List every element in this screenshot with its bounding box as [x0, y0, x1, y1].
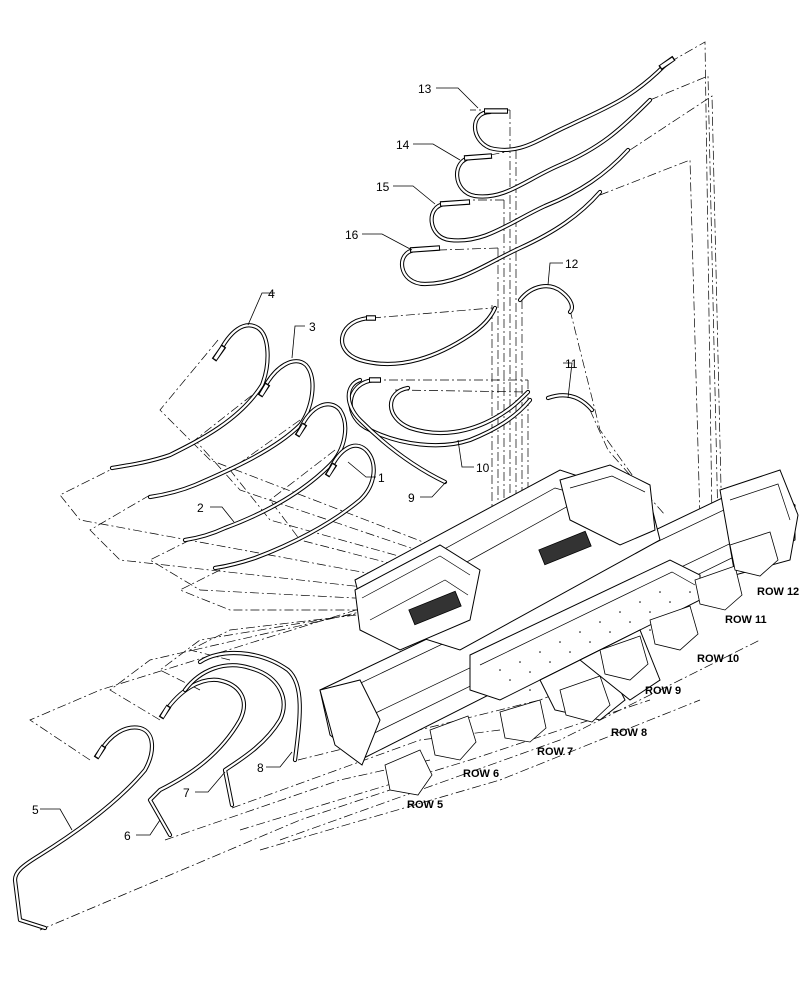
row-label-9: ROW 9: [645, 685, 681, 697]
callout-9: 9: [408, 491, 415, 505]
hose-6: [147, 677, 246, 838]
hose-16: [399, 189, 603, 287]
callout-12: 12: [565, 257, 579, 271]
row-label-7: ROW 7: [537, 746, 573, 758]
row-label-10: ROW 10: [697, 653, 739, 665]
row-labels: ROW 5 ROW 6 ROW 7 ROW 8 ROW 9 ROW 10 ROW…: [407, 586, 799, 811]
callout-3: 3: [309, 320, 316, 334]
hose-8: [197, 650, 302, 763]
callout-14: 14: [396, 138, 410, 152]
hose-13: [473, 55, 676, 153]
callout-13: 13: [418, 82, 432, 96]
hose-9: [346, 377, 448, 485]
callout-2: 2: [197, 501, 204, 515]
callout-8: 8: [257, 761, 264, 775]
hose-3: [147, 359, 315, 500]
hose-14: [455, 97, 653, 199]
callout-10: 10: [476, 461, 490, 475]
callout-6: 6: [124, 829, 131, 843]
hose-15: [429, 147, 631, 243]
callout-11: 11: [565, 357, 578, 371]
hose-1: [212, 443, 376, 571]
row-label-6: ROW 6: [463, 768, 499, 780]
hose-loop-a: [339, 305, 498, 367]
hose-5: [12, 725, 154, 931]
hose-11: [545, 393, 595, 413]
callout-5: 5: [32, 803, 39, 817]
callout-numbers: 13 14 15 16 4 3 1 2 9 12 11 10 5 6 7 8: [32, 82, 579, 843]
row-label-8: ROW 8: [611, 727, 647, 739]
row-label-12: ROW 12: [757, 586, 799, 598]
callout-1: 1: [378, 471, 385, 485]
hose-7: [182, 663, 286, 808]
hose-2: [182, 402, 348, 543]
callout-4: 4: [268, 287, 275, 301]
planter-toolbar: [319, 464, 799, 766]
callout-15: 15: [376, 180, 390, 194]
callout-7: 7: [183, 786, 190, 800]
row-unit-brackets: [384, 531, 779, 796]
hoses: [12, 55, 676, 931]
row-label-5: ROW 5: [407, 799, 443, 811]
callout-16: 16: [345, 228, 359, 242]
callout-leaders: [40, 87, 573, 836]
hose-4: [109, 323, 270, 471]
row-label-11: ROW 11: [725, 614, 767, 626]
hose-12: [517, 284, 574, 315]
